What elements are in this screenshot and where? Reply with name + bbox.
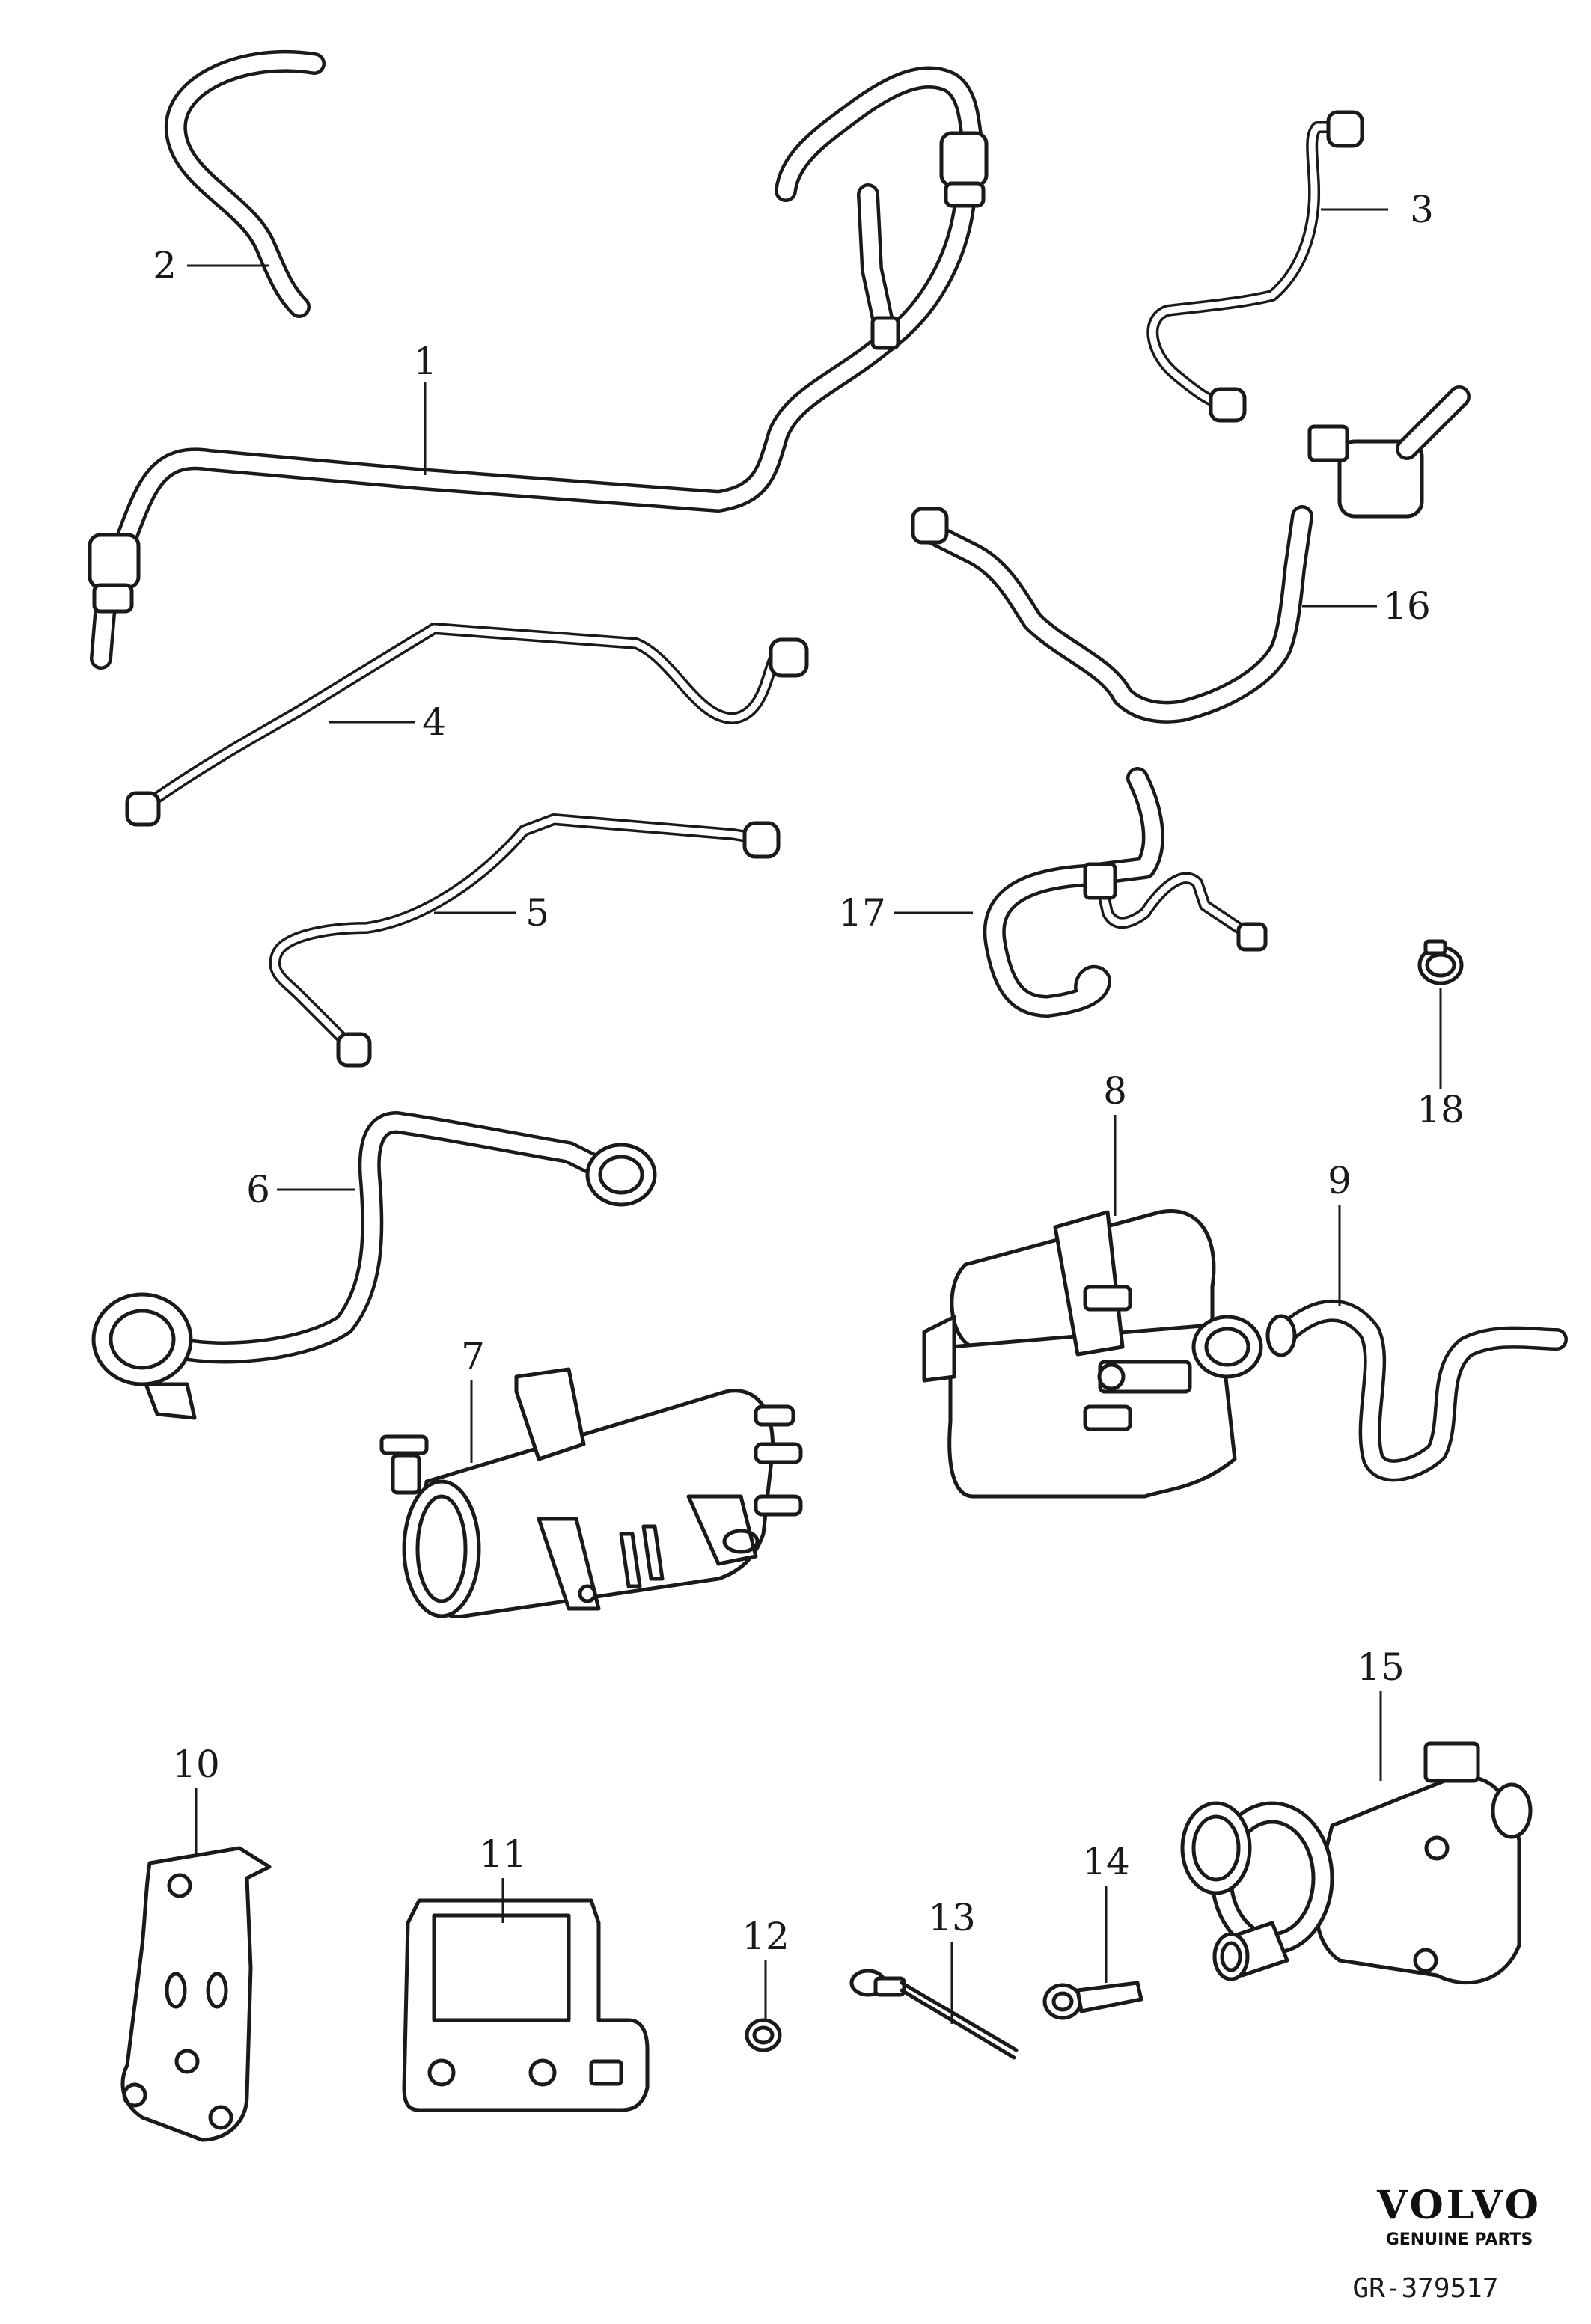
callout-17: 17 bbox=[838, 891, 886, 935]
callout-4: 4 bbox=[422, 700, 446, 744]
part-1-hose bbox=[88, 66, 989, 670]
part-9-hose bbox=[1265, 1299, 1568, 1482]
callout-11: 11 bbox=[479, 1832, 527, 1876]
part-2-hose bbox=[164, 49, 326, 318]
callout-2: 2 bbox=[153, 244, 177, 287]
callout-18: 18 bbox=[1417, 1088, 1465, 1131]
part-15-valve bbox=[1180, 1741, 1533, 1985]
part-14-bolt bbox=[1042, 1981, 1143, 2020]
part-16-hose-assembly bbox=[911, 385, 1471, 724]
callout-15: 15 bbox=[1357, 1645, 1405, 1689]
callout-10: 10 bbox=[172, 1743, 220, 1786]
callout-8: 8 bbox=[1103, 1069, 1127, 1113]
callout-1: 1 bbox=[413, 340, 437, 383]
callout-16: 16 bbox=[1383, 584, 1431, 628]
brand-block: VOLVO GENUINE PARTS GR-379517 bbox=[1352, 2183, 1542, 2304]
document-number: GR-379517 bbox=[1352, 2273, 1498, 2304]
callout-7: 7 bbox=[461, 1335, 485, 1378]
part-5-pipe bbox=[269, 813, 781, 1068]
part-7-canister bbox=[379, 1367, 803, 1618]
part-12-nut bbox=[745, 2018, 782, 2052]
callout-12: 12 bbox=[742, 1915, 790, 1958]
callout-14: 14 bbox=[1082, 1840, 1130, 1883]
callout-3: 3 bbox=[1410, 188, 1434, 231]
leader-lines bbox=[187, 208, 1442, 2024]
brand-logo: VOLVO bbox=[1376, 2183, 1542, 2228]
callout-labels: 1 2 3 4 5 6 7 8 9 10 11 12 13 14 15 16 1… bbox=[153, 188, 1465, 1958]
part-4-pipe bbox=[125, 623, 809, 827]
callout-9: 9 bbox=[1328, 1159, 1352, 1202]
part-3-pipe bbox=[1146, 110, 1364, 423]
part-11-bracket bbox=[402, 1898, 650, 2112]
part-13-rivet bbox=[849, 1969, 1019, 2060]
part-8-pump bbox=[922, 1209, 1263, 1499]
callout-5: 5 bbox=[525, 891, 549, 935]
part-6-filler-hose bbox=[91, 1111, 657, 1420]
part-18-clamp bbox=[1417, 939, 1464, 985]
callout-13: 13 bbox=[928, 1896, 976, 1939]
callout-6: 6 bbox=[246, 1168, 270, 1211]
part-10-bracket bbox=[120, 1846, 272, 2142]
part-17-hose bbox=[983, 767, 1268, 1018]
brand-tagline: GENUINE PARTS bbox=[1386, 2230, 1533, 2249]
